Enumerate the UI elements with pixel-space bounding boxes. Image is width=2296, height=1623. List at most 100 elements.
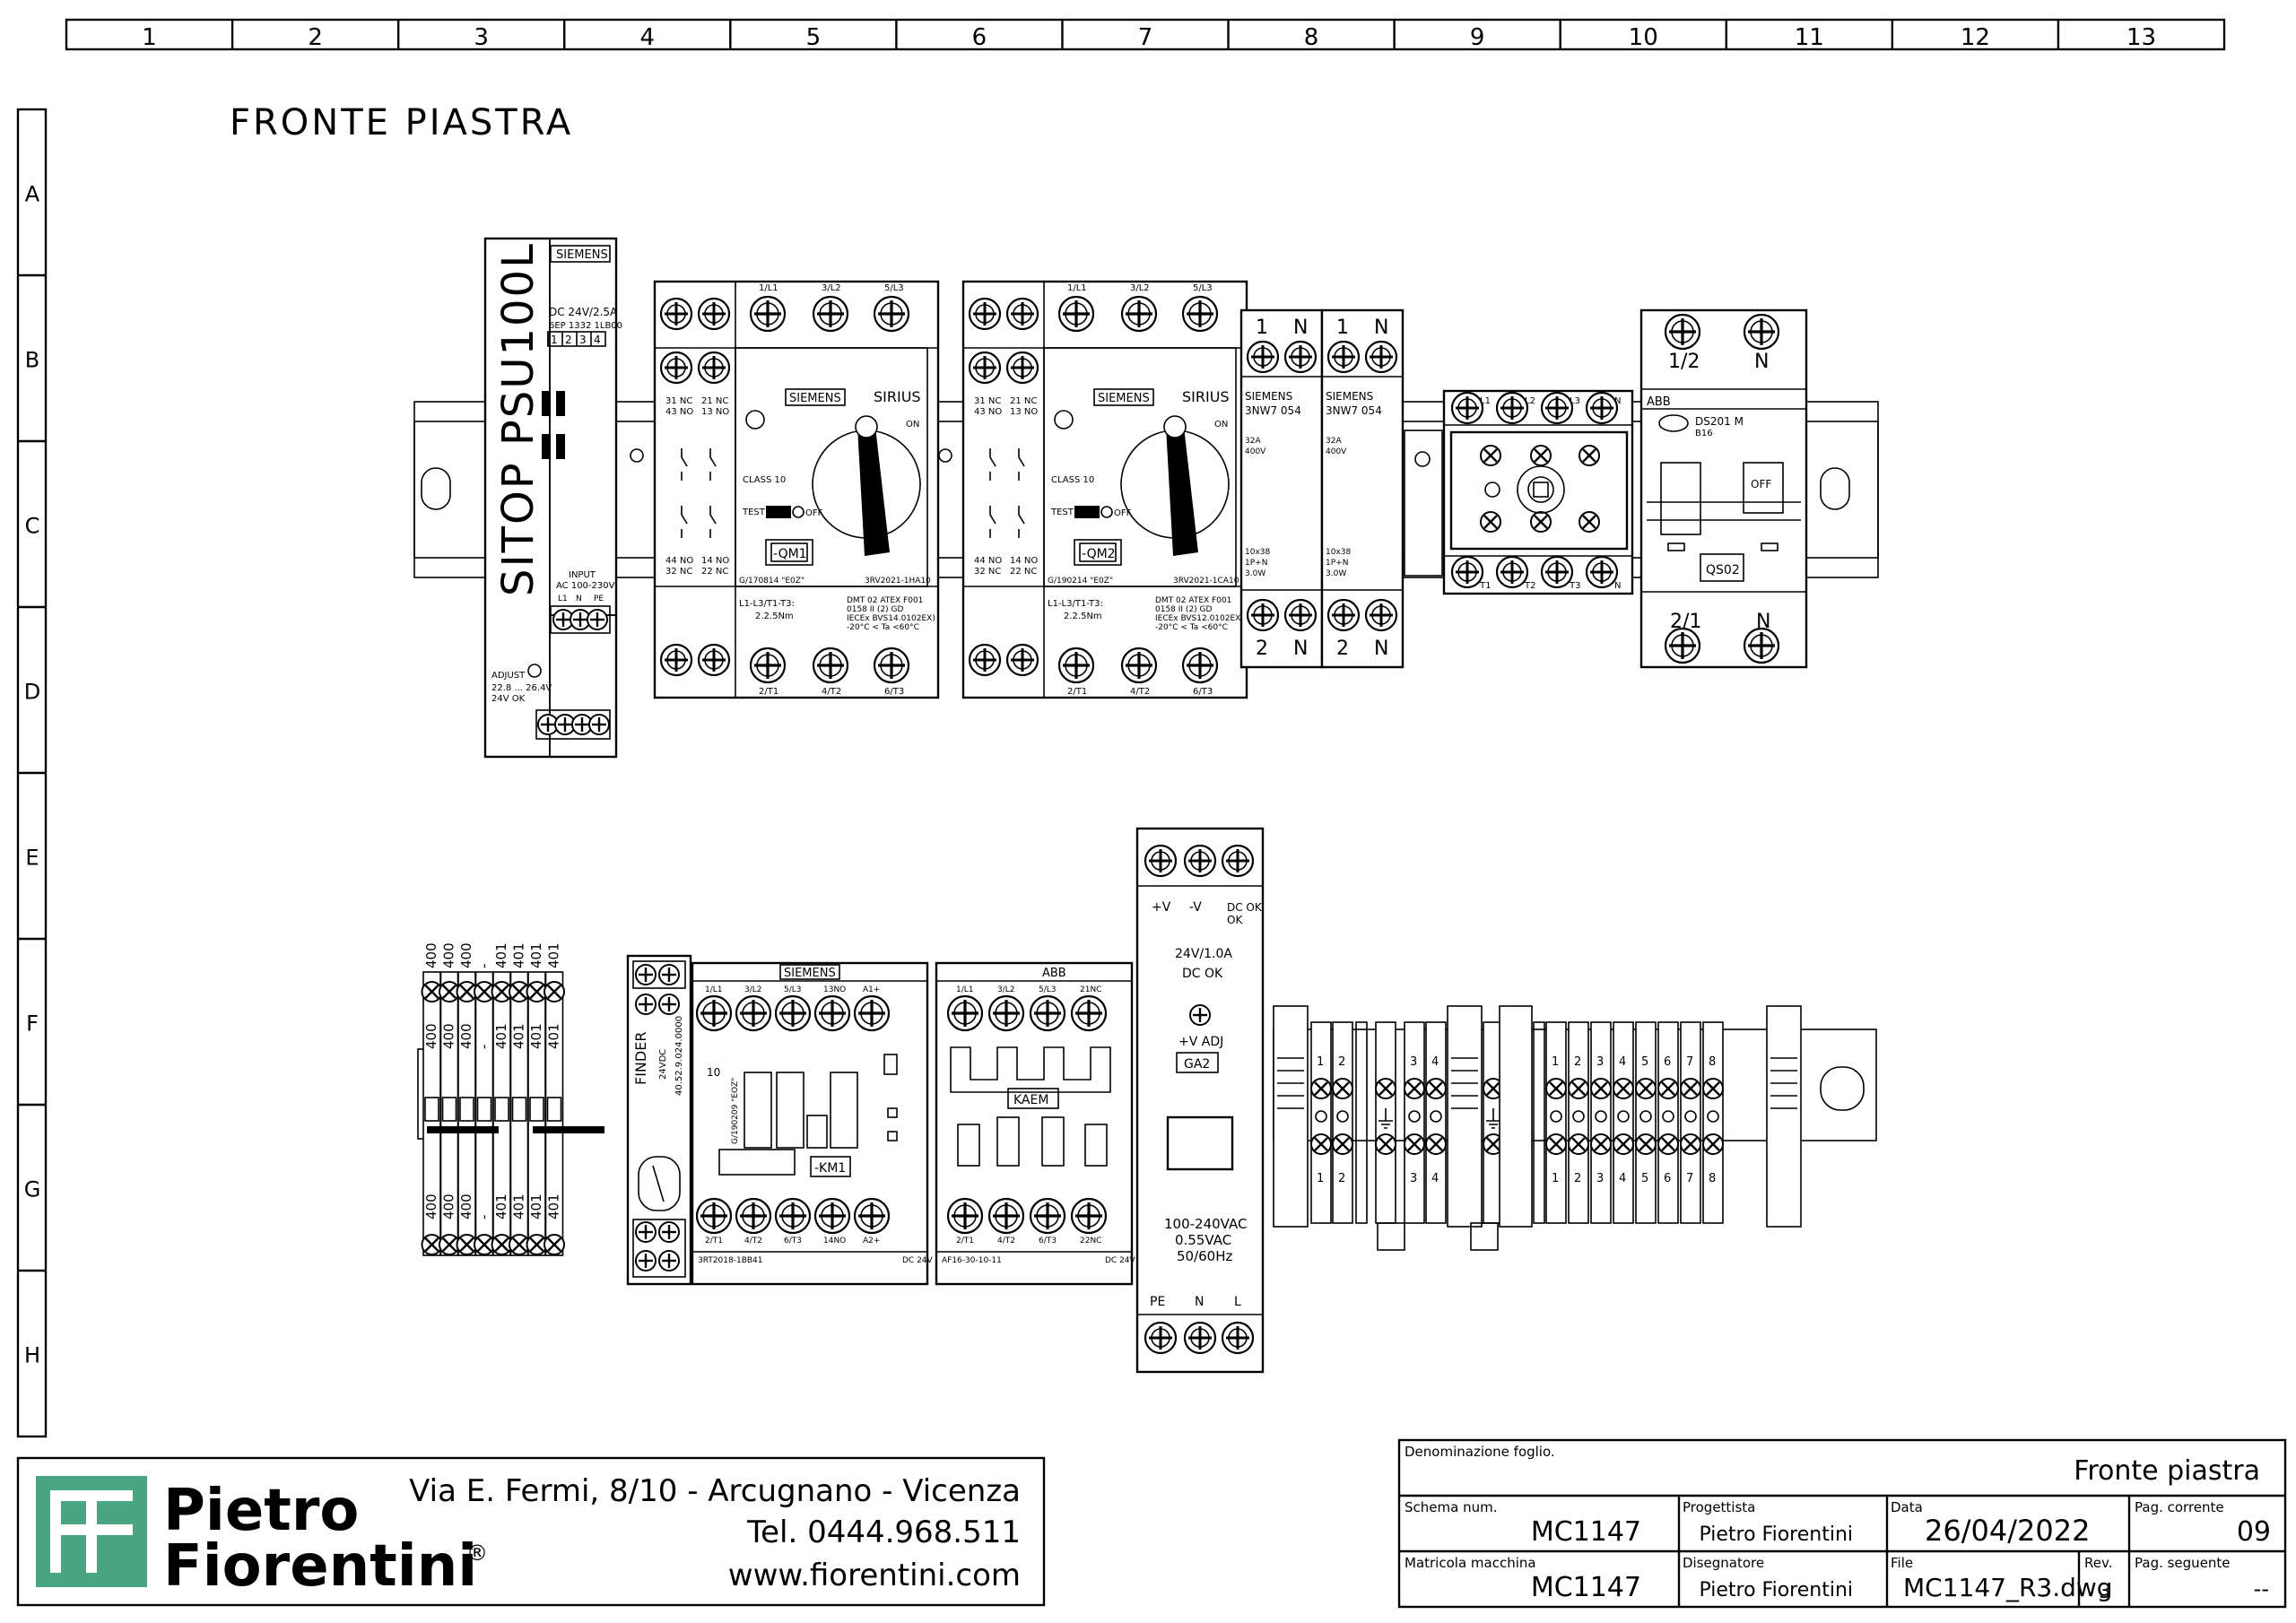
column-label: 12 (1961, 24, 1990, 51)
knob-pivot (1163, 415, 1187, 438)
psu-order-code: 6EP 1332 1LB00 (549, 321, 622, 331)
fuse-top-label: N (1374, 317, 1388, 339)
switch-top-label: L1 (1480, 396, 1491, 406)
km1-bottom-label: 6/T3 (784, 1237, 802, 1245)
terminal-bridge (494, 1097, 509, 1122)
end-clamp (1447, 1005, 1483, 1228)
screw-icon (1070, 1197, 1108, 1235)
terminal-bottom-number: 3 (1410, 1172, 1417, 1185)
kaem-top-label: 5/L3 (1039, 985, 1057, 994)
screw-x-icon (543, 980, 566, 1003)
top-term-label: 1/L1 (1067, 283, 1087, 293)
terminal-hole (1617, 1110, 1630, 1123)
screw-icon (774, 1197, 812, 1235)
psu-adjust: ADJUST (491, 671, 526, 681)
brand-box (1093, 388, 1154, 406)
fuse-rating: 32A (1245, 437, 1261, 446)
pag-seguente-label: Pag. seguente (2135, 1555, 2231, 1571)
row-label: C (25, 514, 40, 539)
terminal-bottom-number: 3 (1596, 1172, 1604, 1185)
relay-brand: FINDER (632, 1032, 649, 1085)
row-label: E (25, 846, 39, 871)
breaker-body (653, 280, 940, 699)
contact-symbol (989, 506, 996, 538)
on-label: ON (1214, 420, 1228, 430)
terminal-top-number: 5 (1641, 1055, 1648, 1069)
test-button (766, 506, 791, 518)
screw-icon (1029, 994, 1066, 1032)
relay-finder: FINDER 24VDC 40.52.9.024.0000 (626, 954, 692, 1286)
screw-icon (695, 1197, 733, 1235)
row-label: G (24, 1177, 41, 1202)
row-label: H (24, 1343, 40, 1368)
terminal-top-label: 400 (441, 942, 457, 968)
ga2-rating: 24V/1.0A (1175, 947, 1232, 961)
brand-box (785, 388, 846, 406)
terminal-bottom-label: 401 (528, 1193, 544, 1219)
end-clamp (1273, 1005, 1309, 1228)
fuse-top-label: 1 (1336, 317, 1349, 339)
column-label: 3 (474, 24, 489, 51)
company-name-line1: Pietro (163, 1478, 359, 1544)
rev-value: 3 (2099, 1581, 2111, 1603)
atex-label: DMT 02 ATEX F001 (1155, 596, 1231, 605)
terminal-hole (1639, 1110, 1652, 1123)
kaem-order: AF16-30-10-11 (942, 1256, 1002, 1265)
matricola-label: Matricola macchina (1405, 1555, 1536, 1571)
class-label: CLASS 10 (743, 475, 786, 485)
screw-icon (1585, 555, 1619, 589)
psu-input-term: L1 (558, 595, 568, 603)
bridge-bar (427, 1126, 499, 1133)
switch-bottom-label: T1 (1479, 581, 1491, 591)
terminal-mid-label: 400 (441, 1023, 457, 1049)
psu-tab: 4 (594, 334, 601, 346)
ga2-current: 0.55VAC (1175, 1232, 1231, 1248)
terminal (1680, 1021, 1701, 1224)
km1-top-label: 3/L2 (744, 985, 762, 994)
screw-icon (946, 994, 984, 1032)
terminal (1332, 1021, 1353, 1224)
row-label: D (24, 680, 40, 705)
screw-icon (987, 1197, 1025, 1235)
screw-icon (697, 297, 731, 331)
screw-icon (873, 295, 910, 333)
ga2-ok: DC OK (1182, 967, 1223, 981)
aux-top-label: 31 NC (665, 396, 692, 406)
terminal-top-number: 2 (1574, 1055, 1581, 1069)
screw-icon (697, 351, 731, 385)
terminal-hole (1707, 1110, 1719, 1123)
breaker-tag: -QM2 (1082, 547, 1116, 561)
screw-icon (735, 994, 772, 1032)
pag-corrente-value: 09 (2237, 1516, 2271, 1548)
screw-icon (1005, 297, 1039, 331)
psu-model: SITOP PSU100L (493, 242, 544, 596)
terminal-mid-label: 401 (528, 1023, 544, 1049)
screw-icon (1364, 340, 1398, 374)
data-label: Data (1891, 1499, 1923, 1515)
end-stop-screw (1414, 451, 1431, 467)
separator (1355, 1021, 1368, 1224)
screw-x-icon (1331, 1133, 1354, 1156)
terminal (1568, 1021, 1589, 1224)
test-button (1074, 506, 1100, 518)
breaker-brand: SIEMENS (789, 392, 841, 405)
aux-bottom-label: 14 NO (701, 556, 729, 566)
qs02-curve: B16 (1695, 429, 1713, 438)
ground-icon (1486, 1108, 1500, 1129)
terminal-bridge (441, 1097, 457, 1122)
screw-icon (1246, 598, 1280, 632)
km1-bottom-label: 2/T1 (705, 1237, 723, 1245)
column-label: 13 (2126, 24, 2156, 51)
off-indicator (792, 506, 804, 518)
qs02-brand: ABB (1647, 395, 1671, 409)
screw-icon (1057, 647, 1095, 684)
company-logo-icon (36, 1476, 147, 1587)
terminal-bottom-number: 8 (1709, 1172, 1716, 1185)
psu-tab: 2 (565, 334, 572, 346)
switch-bottom-label: N (1614, 581, 1621, 591)
contact-symbol (681, 448, 688, 481)
row-label: A (25, 182, 40, 207)
terminal-top-number: 3 (1410, 1055, 1417, 1069)
